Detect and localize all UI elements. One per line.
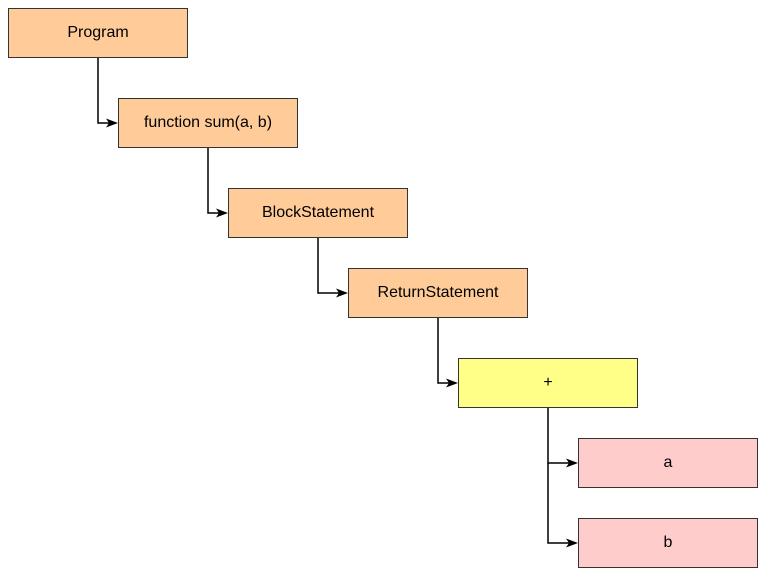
edge-block-return	[317, 238, 348, 298]
node-program: Program	[8, 8, 188, 58]
edge-plus-b	[547, 463, 578, 548]
node-identifier-b: b	[578, 518, 758, 568]
edge-function-block	[207, 148, 228, 218]
node-block-statement: BlockStatement	[228, 188, 408, 238]
node-plus-operator: +	[458, 358, 638, 408]
edge-program-function	[97, 58, 118, 128]
node-return-statement: ReturnStatement	[348, 268, 528, 318]
edge-plus-a	[547, 408, 578, 468]
edge-return-plus	[437, 318, 458, 388]
node-function-sum: function sum(a, b)	[118, 98, 298, 148]
node-identifier-a: a	[578, 438, 758, 488]
